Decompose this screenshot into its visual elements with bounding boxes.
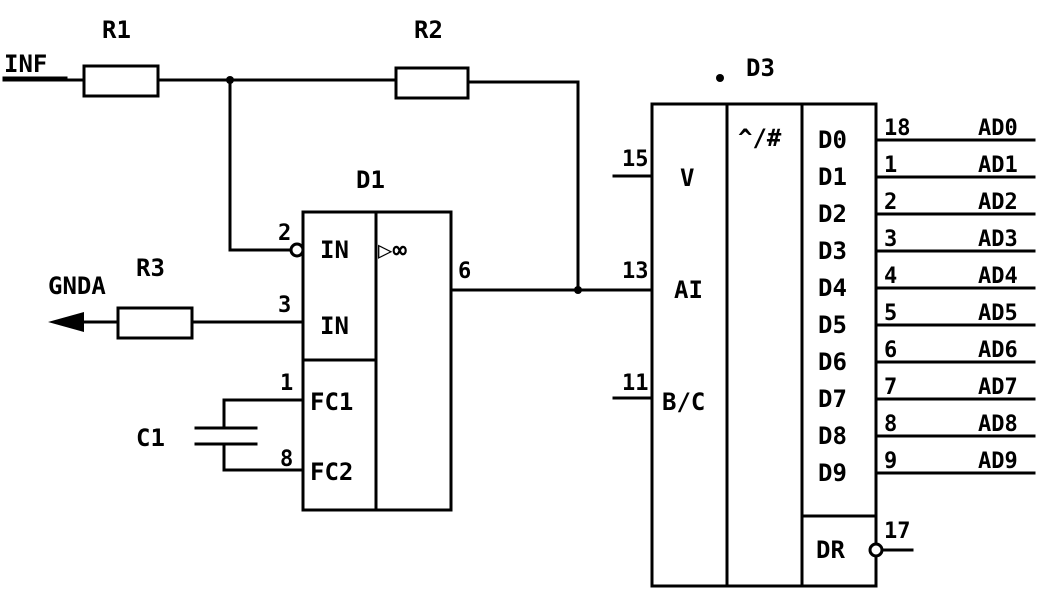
output-net-label: AD6 — [978, 338, 1018, 363]
d1-pin2-label: IN — [320, 236, 349, 264]
d3-output-pin-number: 4 — [884, 264, 897, 289]
resistor-r1 — [82, 64, 160, 98]
d3-output-label: D6 — [818, 348, 847, 376]
d1-pin2-number: 2 — [278, 221, 291, 246]
d1-pin1-number: 1 — [280, 371, 293, 396]
d3-output-label: D9 — [818, 459, 847, 487]
d3-output-label: D1 — [818, 163, 847, 191]
input-net-label: INF — [4, 50, 47, 78]
d1-function-label: ▷∞ — [378, 236, 407, 264]
d3-output-pin-number: 7 — [884, 375, 897, 400]
output-net-label: AD3 — [978, 227, 1018, 252]
d1-fc1-label: FC1 — [310, 388, 353, 416]
d1-name: D1 — [356, 166, 385, 194]
d3-output-pin-number: 2 — [884, 190, 897, 215]
d3-output-pin-number: 18 — [884, 116, 911, 141]
d1-pin8-number: 8 — [280, 447, 293, 472]
d3-dr-inversion — [868, 542, 884, 558]
d3-name: D3 — [746, 54, 775, 82]
output-net-label: AD4 — [978, 264, 1018, 289]
resistor-r3-label: R3 — [136, 254, 165, 282]
output-net-label: AD7 — [978, 375, 1018, 400]
d3-output-label: D8 — [818, 422, 847, 450]
d3-outline — [650, 102, 878, 588]
output-net-label: AD0 — [978, 116, 1018, 141]
d3-output-label: D2 — [818, 200, 847, 228]
output-net-label: AD8 — [978, 412, 1018, 437]
d3-pin17-number: 17 — [884, 519, 911, 544]
d3-v-label: V — [680, 164, 694, 192]
gnda-arrow-icon — [48, 312, 84, 332]
d3-ai-label: AI — [674, 276, 703, 304]
d1-pin3-number: 3 — [278, 293, 291, 318]
capacitor-c1-label: C1 — [136, 424, 165, 452]
resistor-r3 — [116, 306, 194, 340]
d3-pin13-number: 13 — [622, 259, 649, 284]
output-net-label: AD2 — [978, 190, 1018, 215]
junction-dot — [574, 286, 582, 294]
resistor-r2 — [394, 66, 470, 100]
d1-pin3-label: IN — [320, 312, 349, 340]
d1-fc2-label: FC2 — [310, 458, 353, 486]
d3-output-pin-number: 5 — [884, 301, 897, 326]
d3-function-label: ^/# — [738, 124, 782, 152]
output-net-label: AD1 — [978, 153, 1018, 178]
resistor-r1-label: R1 — [102, 16, 131, 44]
d3-output-pin-number: 3 — [884, 227, 897, 252]
d3-output-pin-number: 1 — [884, 153, 897, 178]
d1-pin2-inversion — [289, 242, 305, 258]
d3-pin15-number: 15 — [622, 147, 649, 172]
d3-bc-label: B/C — [662, 388, 705, 416]
d3-output-pin-number: 8 — [884, 412, 897, 437]
d3-output-pin-number: 6 — [884, 338, 897, 363]
d3-output-label: D4 — [818, 274, 847, 302]
d3-output-label: D7 — [818, 385, 847, 413]
d3-dot — [716, 74, 724, 82]
d1-pin6-number: 6 — [458, 259, 471, 284]
d3-output-pin-number: 9 — [884, 449, 897, 474]
output-net-label: AD5 — [978, 301, 1018, 326]
resistor-r2-label: R2 — [414, 16, 443, 44]
output-net-label: AD9 — [978, 449, 1018, 474]
d3-dr-label: DR — [816, 536, 845, 564]
ground-net-label: GNDA — [48, 272, 106, 300]
d3-output-label: D5 — [818, 311, 847, 339]
d3-output-label: D0 — [818, 126, 847, 154]
d3-pin11-number: 11 — [622, 371, 649, 396]
d3-output-label: D3 — [818, 237, 847, 265]
